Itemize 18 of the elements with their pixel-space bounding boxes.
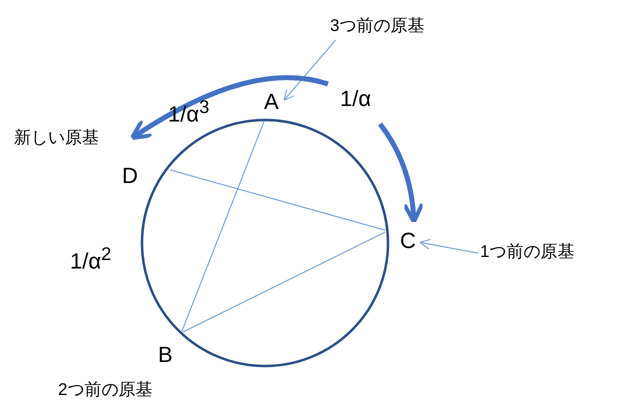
- ratio-label: 1/α: [340, 86, 372, 112]
- chord-line: [181, 120, 265, 332]
- point-label: C: [400, 228, 416, 254]
- chord-line: [170, 169, 386, 231]
- point-label: A: [264, 89, 279, 115]
- chord-line: [182, 232, 386, 332]
- ratio-label: 1/α$^{3}$: [168, 96, 210, 128]
- callout-text: 2つ前の原基: [58, 379, 152, 401]
- ratio-label: 1/α$^{2}$: [70, 243, 112, 274]
- point-label: D: [122, 163, 138, 189]
- point-label: B: [158, 342, 173, 368]
- callout-text: 3つ前の原基: [330, 15, 424, 37]
- callout-text: 新しい原基: [14, 127, 99, 149]
- arrow: [284, 40, 336, 101]
- callout-text: 1つ前の原基: [480, 241, 574, 263]
- curved-arrow: [378, 122, 424, 224]
- arrow: [420, 238, 478, 254]
- curved-arrow: [130, 75, 329, 140]
